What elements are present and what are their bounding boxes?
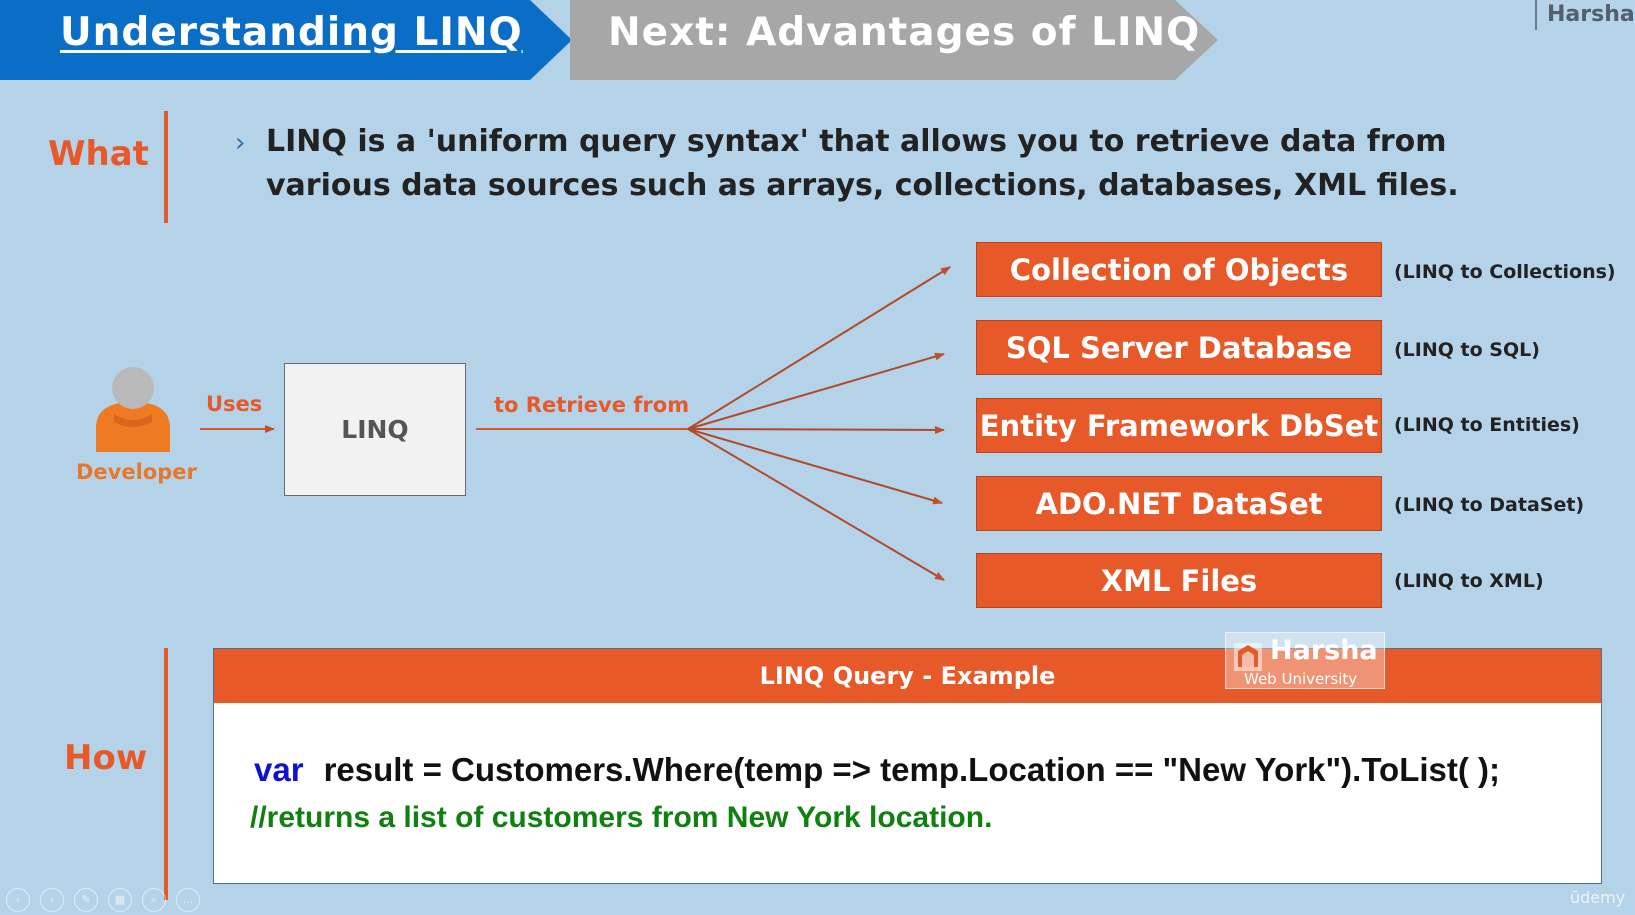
author-label: Harsha (1535, 0, 1635, 30)
arrow-to-sql (687, 352, 945, 430)
code-example-panel: LINQ Query - Example var result = Custome… (213, 648, 1602, 884)
code-comment: //returns a list of customers from New Y… (250, 801, 993, 834)
source-xml-files: XML Files (976, 553, 1382, 608)
uses-label: Uses (206, 392, 263, 416)
what-label: What (48, 134, 149, 174)
source-entity-framework: Entity Framework DbSet (976, 398, 1382, 453)
how-label: How (64, 738, 148, 778)
previous-slide-icon[interactable]: ‹ (6, 888, 30, 912)
next-slide-icon[interactable]: › (40, 888, 64, 912)
next-topic-title: Next: Advantages of LINQ (608, 10, 1201, 55)
chevron-right-icon: › (235, 128, 246, 158)
current-topic-tab (0, 0, 572, 80)
watermark-logo: Harsha Web University (1225, 632, 1385, 689)
source-sql-server: SQL Server Database (976, 320, 1382, 375)
source-collections: Collection of Objects (976, 242, 1382, 297)
code-statement: result = Customers.Where(temp => temp.Lo… (323, 751, 1500, 788)
slide-controls[interactable]: ‹ › ✎ ▦ ⌕ … (6, 888, 200, 912)
what-divider (164, 111, 168, 223)
retrieve-label: to Retrieve from (494, 393, 690, 417)
source-tag-entities: (LINQ to Entities) (1394, 414, 1580, 436)
linq-box: LINQ (284, 363, 466, 496)
developer-icon (96, 367, 170, 452)
code-keyword: var (254, 751, 304, 788)
arrow-to-xml (687, 428, 945, 581)
code-line: var result = Customers.Where(temp => temp… (254, 751, 1500, 789)
source-tag-dataset: (LINQ to DataSet) (1394, 494, 1585, 516)
developer-label: Developer (76, 460, 197, 484)
next-topic-tab (570, 0, 1218, 80)
more-options-icon[interactable]: … (176, 888, 200, 912)
watermark-title: Harsha (1270, 635, 1378, 666)
slides-grid-icon[interactable]: ▦ (108, 888, 132, 912)
code-example-header: LINQ Query - Example (214, 649, 1601, 703)
arrow-to-entities (687, 425, 945, 434)
source-tag-collections: (LINQ to Collections) (1394, 261, 1616, 283)
source-tag-sql: (LINQ to SQL) (1394, 339, 1540, 361)
source-tag-xml: (LINQ to XML) (1394, 570, 1544, 592)
watermark-subtitle: Web University (1244, 670, 1358, 688)
logo-icon (1234, 643, 1262, 671)
pen-icon[interactable]: ✎ (74, 888, 98, 912)
source-ado-net: ADO.NET DataSet (976, 476, 1382, 531)
current-topic-title: Understanding LINQ (60, 10, 523, 55)
platform-logo: ūdemy (1570, 888, 1626, 907)
how-divider (164, 648, 168, 900)
arrow-to-dataset (687, 428, 943, 505)
arrow-to-collections (687, 266, 951, 430)
zoom-icon[interactable]: ⌕ (142, 888, 166, 912)
what-description: LINQ is a 'uniform query syntax' that al… (266, 124, 1459, 203)
